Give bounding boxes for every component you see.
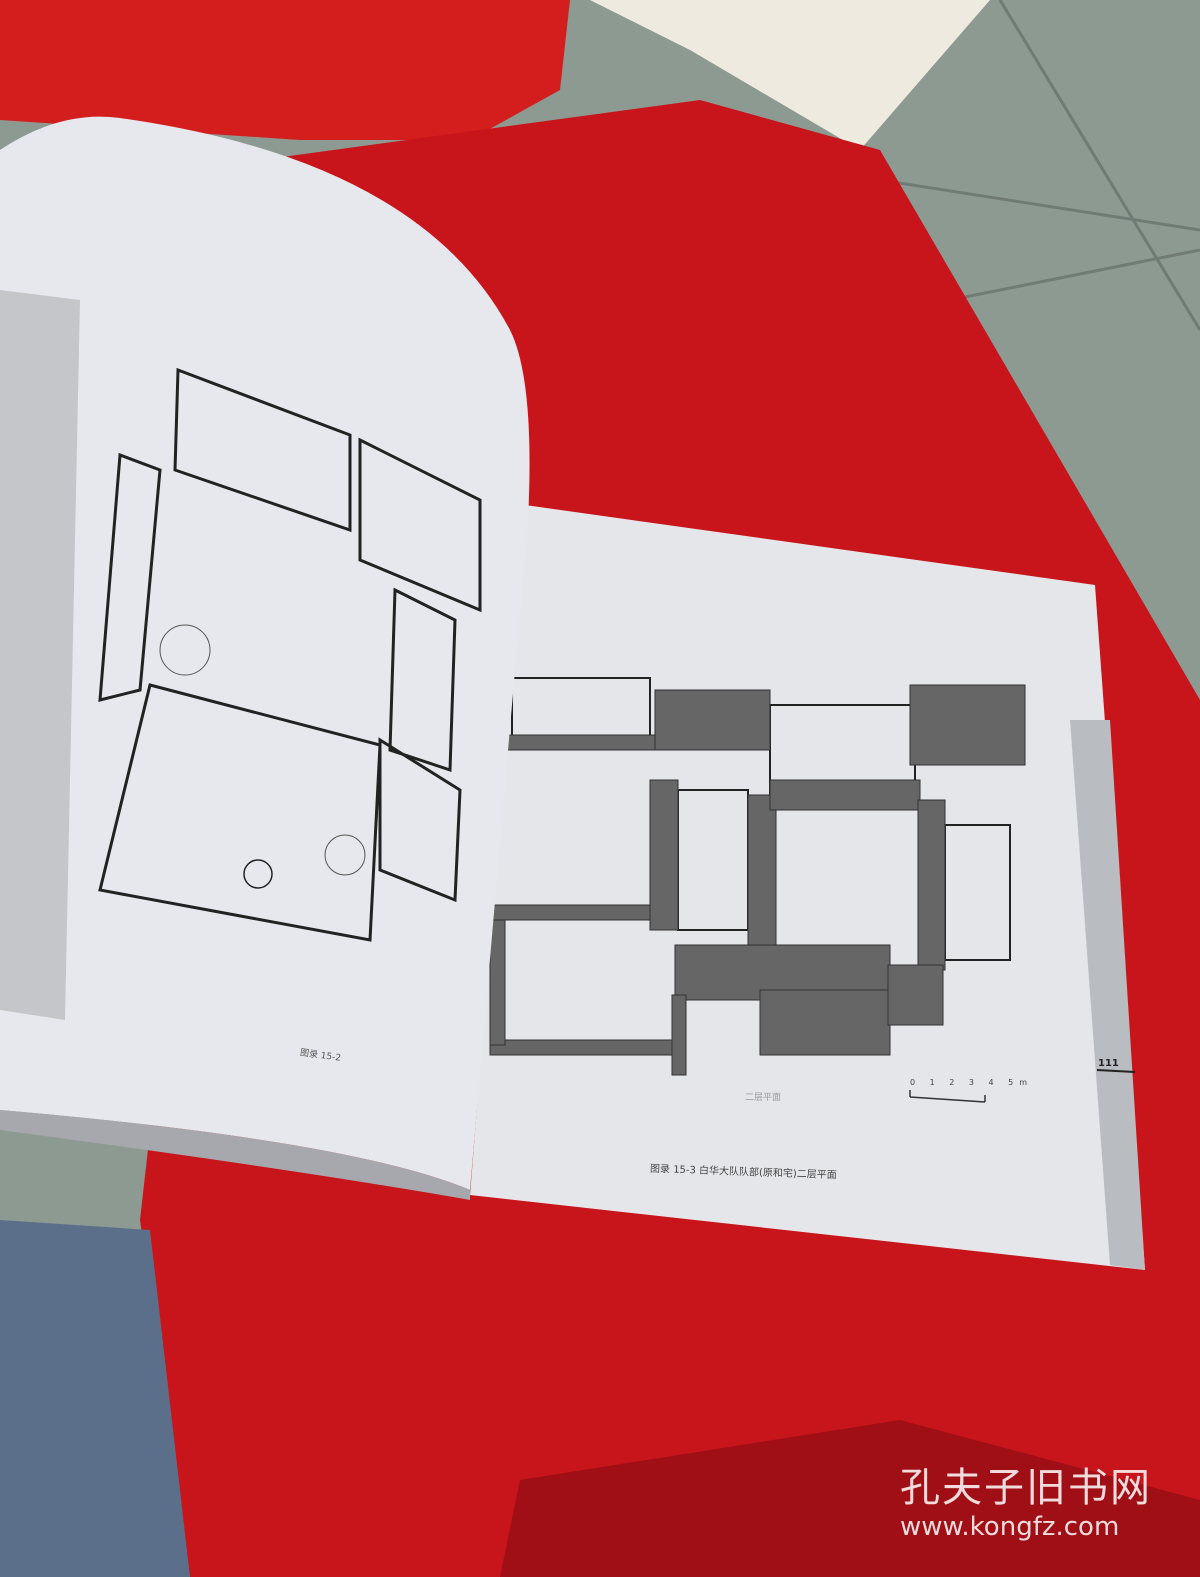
scale-bar [909, 1090, 986, 1103]
watermark-name: 孔夫子旧书网 [900, 1465, 1152, 1511]
blue-object [0, 1220, 190, 1577]
floor-plan-left [98, 367, 482, 942]
plan-label: 二层平面 [745, 1093, 782, 1103]
floor-tiles [879, 0, 1200, 331]
box [590, 0, 990, 150]
watermark-url: www.kongfz.com [900, 1512, 1120, 1542]
scale-label: 0 1 2 3 4 5m [910, 1078, 1034, 1087]
right-page [470, 505, 1145, 1270]
floor-plan-right [489, 677, 1026, 1076]
page-number: 111 [1098, 1058, 1119, 1069]
left-page [0, 116, 530, 1191]
red-bag [0, 0, 570, 140]
